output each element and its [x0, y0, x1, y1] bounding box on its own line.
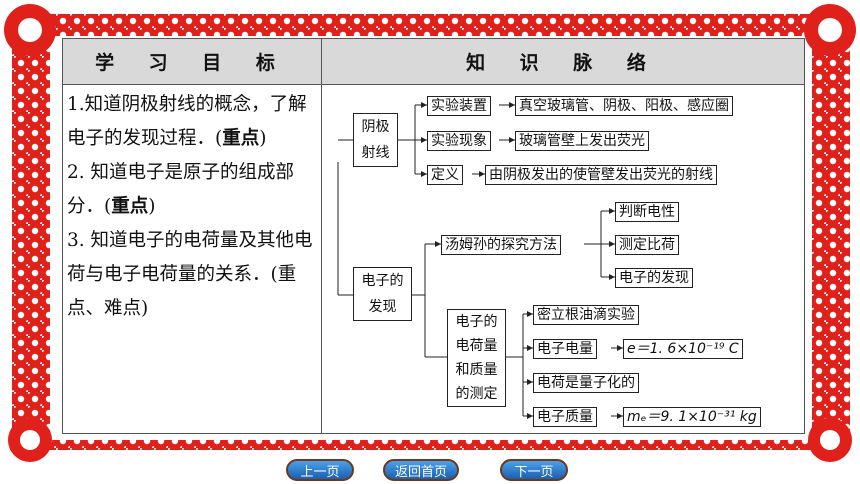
goal-item: 3. 知道电子的电荷量及其他电荷与电子电荷量的关系．(重点、难点) — [67, 230, 313, 319]
next-page-button[interactable]: 下一页 — [500, 459, 568, 481]
node-electron-discovery: 电子的发现 — [353, 267, 412, 321]
node-electron-charge: 电子电量 — [533, 339, 597, 359]
node-thomson-method: 汤姆孙的探究方法 — [441, 235, 561, 255]
node-electron-charge-formula: e＝1. 6×10⁻¹⁹ C — [623, 339, 743, 359]
node-judge-charge: 判断电性 — [615, 202, 679, 222]
corner-ornament-br — [808, 418, 852, 462]
node-definition-detail: 由阴极发出的使管壁发出荧光的射线 — [485, 165, 717, 185]
node-electron-mass-formula: mₑ＝9. 1×10⁻³¹ kg — [623, 407, 761, 427]
node-experiment-phenomenon-detail: 玻璃管壁上发出荧光 — [515, 131, 649, 151]
node-experiment-device: 实验装置 — [427, 96, 491, 116]
column-divider — [321, 84, 322, 433]
node-quantized-charge: 电荷是量子化的 — [533, 373, 639, 393]
header-knowledge-map: 知 识 脉 络 — [322, 39, 804, 85]
corner-ornament-tr — [804, 4, 856, 56]
goal-item: 2. 知道电子是原子的组成部分．(重点) — [67, 162, 295, 217]
node-definition: 定义 — [427, 165, 463, 185]
learning-goals-list: 1.知道阴极射线的概念，了解电子的发现过程．(重点) 2. 知道电子是原子的组成… — [67, 88, 317, 326]
header-learning-goals: 学 习 目 标 — [63, 39, 322, 85]
node-discover-electron: 电子的发现 — [615, 268, 693, 288]
prev-page-button[interactable]: 上一页 — [286, 459, 354, 481]
node-millikan: 密立根油滴实验 — [533, 305, 639, 325]
goal-item: 1.知道阴极射线的概念，了解电子的发现过程．(重点) — [67, 94, 307, 149]
corner-ornament-bl — [8, 418, 52, 462]
node-experiment-phenomenon: 实验现象 — [427, 131, 491, 151]
node-experiment-device-detail: 真空玻璃管、阴极、阳极、感应圈 — [515, 96, 733, 116]
corner-ornament-tl — [4, 4, 56, 56]
knowledge-table: 学 习 目 标 知 识 脉 络 1.知道阴极射线的概念，了解电子的发现过程．(重… — [62, 38, 805, 434]
node-measurement: 电子的电荷量和质量的测定 — [447, 309, 506, 407]
home-button[interactable]: 返回首页 — [383, 459, 459, 481]
diagram-connectors — [337, 102, 623, 419]
node-cathode-ray: 阴极射线 — [353, 113, 398, 167]
node-electron-mass: 电子质量 — [533, 407, 597, 427]
node-measure-ratio: 测定比荷 — [615, 235, 679, 255]
